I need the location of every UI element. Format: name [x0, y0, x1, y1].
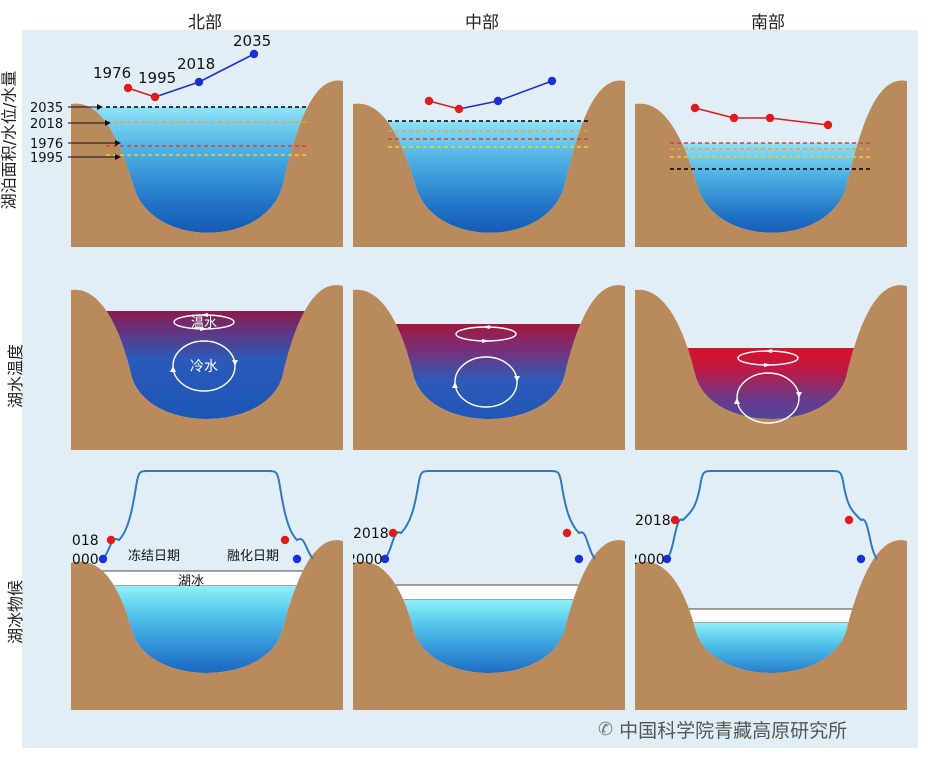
year-label-2035: 2035 — [233, 32, 271, 50]
year-label-2018: 2018 — [71, 533, 99, 549]
column-title-north: 北部 — [188, 8, 222, 33]
watermark-text: 中国科学院青藏高原研究所 — [619, 716, 847, 743]
year-label-2018: 2018 — [635, 513, 671, 529]
freeze-2018-dot — [389, 529, 397, 537]
thaw-2000-dot — [857, 555, 865, 563]
trend-dot-0 — [691, 104, 699, 112]
row-title-water-temperature: 湖水温度 — [2, 344, 26, 408]
trend-dot-2 — [766, 114, 774, 122]
freeze-2018-dot — [107, 536, 115, 544]
year-label-2000: 2000 — [353, 552, 383, 568]
trend-dot-0 — [124, 84, 132, 92]
thaw-2000-dot — [575, 555, 583, 563]
trend-dot-1 — [151, 93, 159, 101]
panel-ice-central: 2018 2000 — [353, 463, 625, 710]
freeze-date-label: 冻结日期 — [128, 548, 180, 564]
panel-temp-south — [635, 284, 907, 450]
level-label-1976: 1976 — [30, 137, 63, 152]
year-label-2018: 2018 — [177, 55, 215, 73]
trend-dot-3 — [548, 77, 556, 85]
column-title-south: 南部 — [751, 8, 785, 33]
level-label-2018: 2018 — [30, 117, 63, 132]
year-label-2000: 2000 — [635, 552, 665, 568]
trend-dot-2 — [494, 97, 502, 105]
row-title-ice-phenology: 湖冰物候 — [2, 580, 26, 644]
watermark: ✆ 中国科学院青藏高原研究所 — [598, 716, 847, 743]
panel-temp-north: 温水冷水 — [71, 284, 343, 450]
lake-ice-label: 湖冰 — [178, 574, 204, 589]
row-title-area-level-volume: 湖泊面积/水位/水量 — [0, 71, 19, 210]
panel-level-central — [353, 31, 625, 247]
warm-water-label: 温水 — [191, 316, 217, 331]
wechat-icon: ✆ — [598, 719, 613, 740]
trend-dot-2 — [195, 78, 203, 86]
freeze-2018-dot — [671, 516, 679, 524]
panel-ice-south: 2018 2000 — [635, 463, 907, 710]
year-label-1995: 1995 — [138, 69, 176, 87]
column-title-central: 中部 — [465, 8, 499, 33]
trend-dot-3 — [824, 121, 832, 129]
cold-water-label: 冷水 — [190, 359, 218, 375]
level-label-2035: 2035 — [30, 101, 63, 116]
thaw-2018-dot — [563, 529, 571, 537]
year-label-2018: 2018 — [353, 526, 389, 542]
panel-level-south — [635, 31, 907, 247]
trend-dot-1 — [455, 105, 463, 113]
year-label-1976: 1976 — [93, 64, 131, 82]
thaw-2000-dot — [293, 555, 301, 563]
thaw-2018-dot — [845, 516, 853, 524]
trend-dot-1 — [730, 114, 738, 122]
thaw-2018-dot — [281, 536, 289, 544]
panel-temp-central — [353, 284, 625, 450]
year-label-2000: 2000 — [71, 552, 99, 568]
level-label-1995: 1995 — [30, 151, 63, 166]
thaw-date-label: 融化日期 — [227, 549, 279, 564]
freeze-2000-dot — [99, 555, 107, 563]
trend-dot-0 — [425, 97, 433, 105]
trend-dot-3 — [250, 50, 258, 58]
